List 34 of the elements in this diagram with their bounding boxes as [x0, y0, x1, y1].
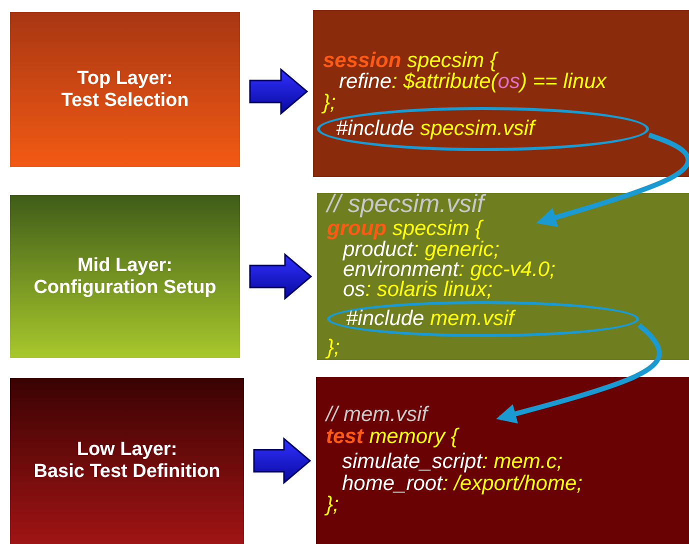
block-arrow	[249, 252, 312, 300]
layer-title: Low Layer:	[76, 439, 178, 461]
layer-title: Top Layer:	[77, 68, 173, 90]
layer-box	[10, 195, 240, 358]
layer-title: Test Selection	[61, 90, 189, 112]
code-line: simulate_script: mem.c;	[342, 451, 563, 473]
code-line: test memory {	[326, 426, 458, 448]
block-arrow	[253, 437, 312, 484]
layer-title: Configuration Setup	[34, 276, 216, 298]
layer-box	[10, 12, 240, 167]
code-line: refine: $attribute(os) == linux	[339, 71, 606, 93]
code-line: environment: gcc-v4.0;	[343, 259, 556, 281]
code-line: session specsim {	[323, 50, 497, 72]
highlight-ellipse	[327, 301, 639, 337]
layer-title: Mid Layer:	[77, 254, 173, 276]
curved-arrow	[536, 132, 689, 228]
code-panel	[316, 377, 689, 544]
layer-title: Basic Test Definition	[34, 461, 220, 483]
code-line: group specsim {	[327, 218, 482, 240]
layer-box	[10, 378, 244, 544]
curved-arrow	[496, 323, 662, 424]
code-line: home_root: /export/home;	[342, 473, 582, 495]
include-directive: #include mem.vsif	[346, 308, 514, 330]
code-line: // mem.vsif	[326, 404, 428, 426]
code-line: };	[327, 337, 340, 359]
code-line: os: solaris linux;	[343, 279, 492, 301]
block-arrow	[249, 68, 308, 116]
include-directive: #include specsim.vsif	[336, 118, 534, 140]
code-line: product: generic;	[343, 239, 500, 261]
code-line: };	[323, 92, 336, 114]
code-line: // specsim.vsif	[327, 193, 484, 215]
code-panel	[317, 193, 689, 360]
code-line: };	[326, 494, 339, 516]
code-panel	[313, 10, 689, 177]
